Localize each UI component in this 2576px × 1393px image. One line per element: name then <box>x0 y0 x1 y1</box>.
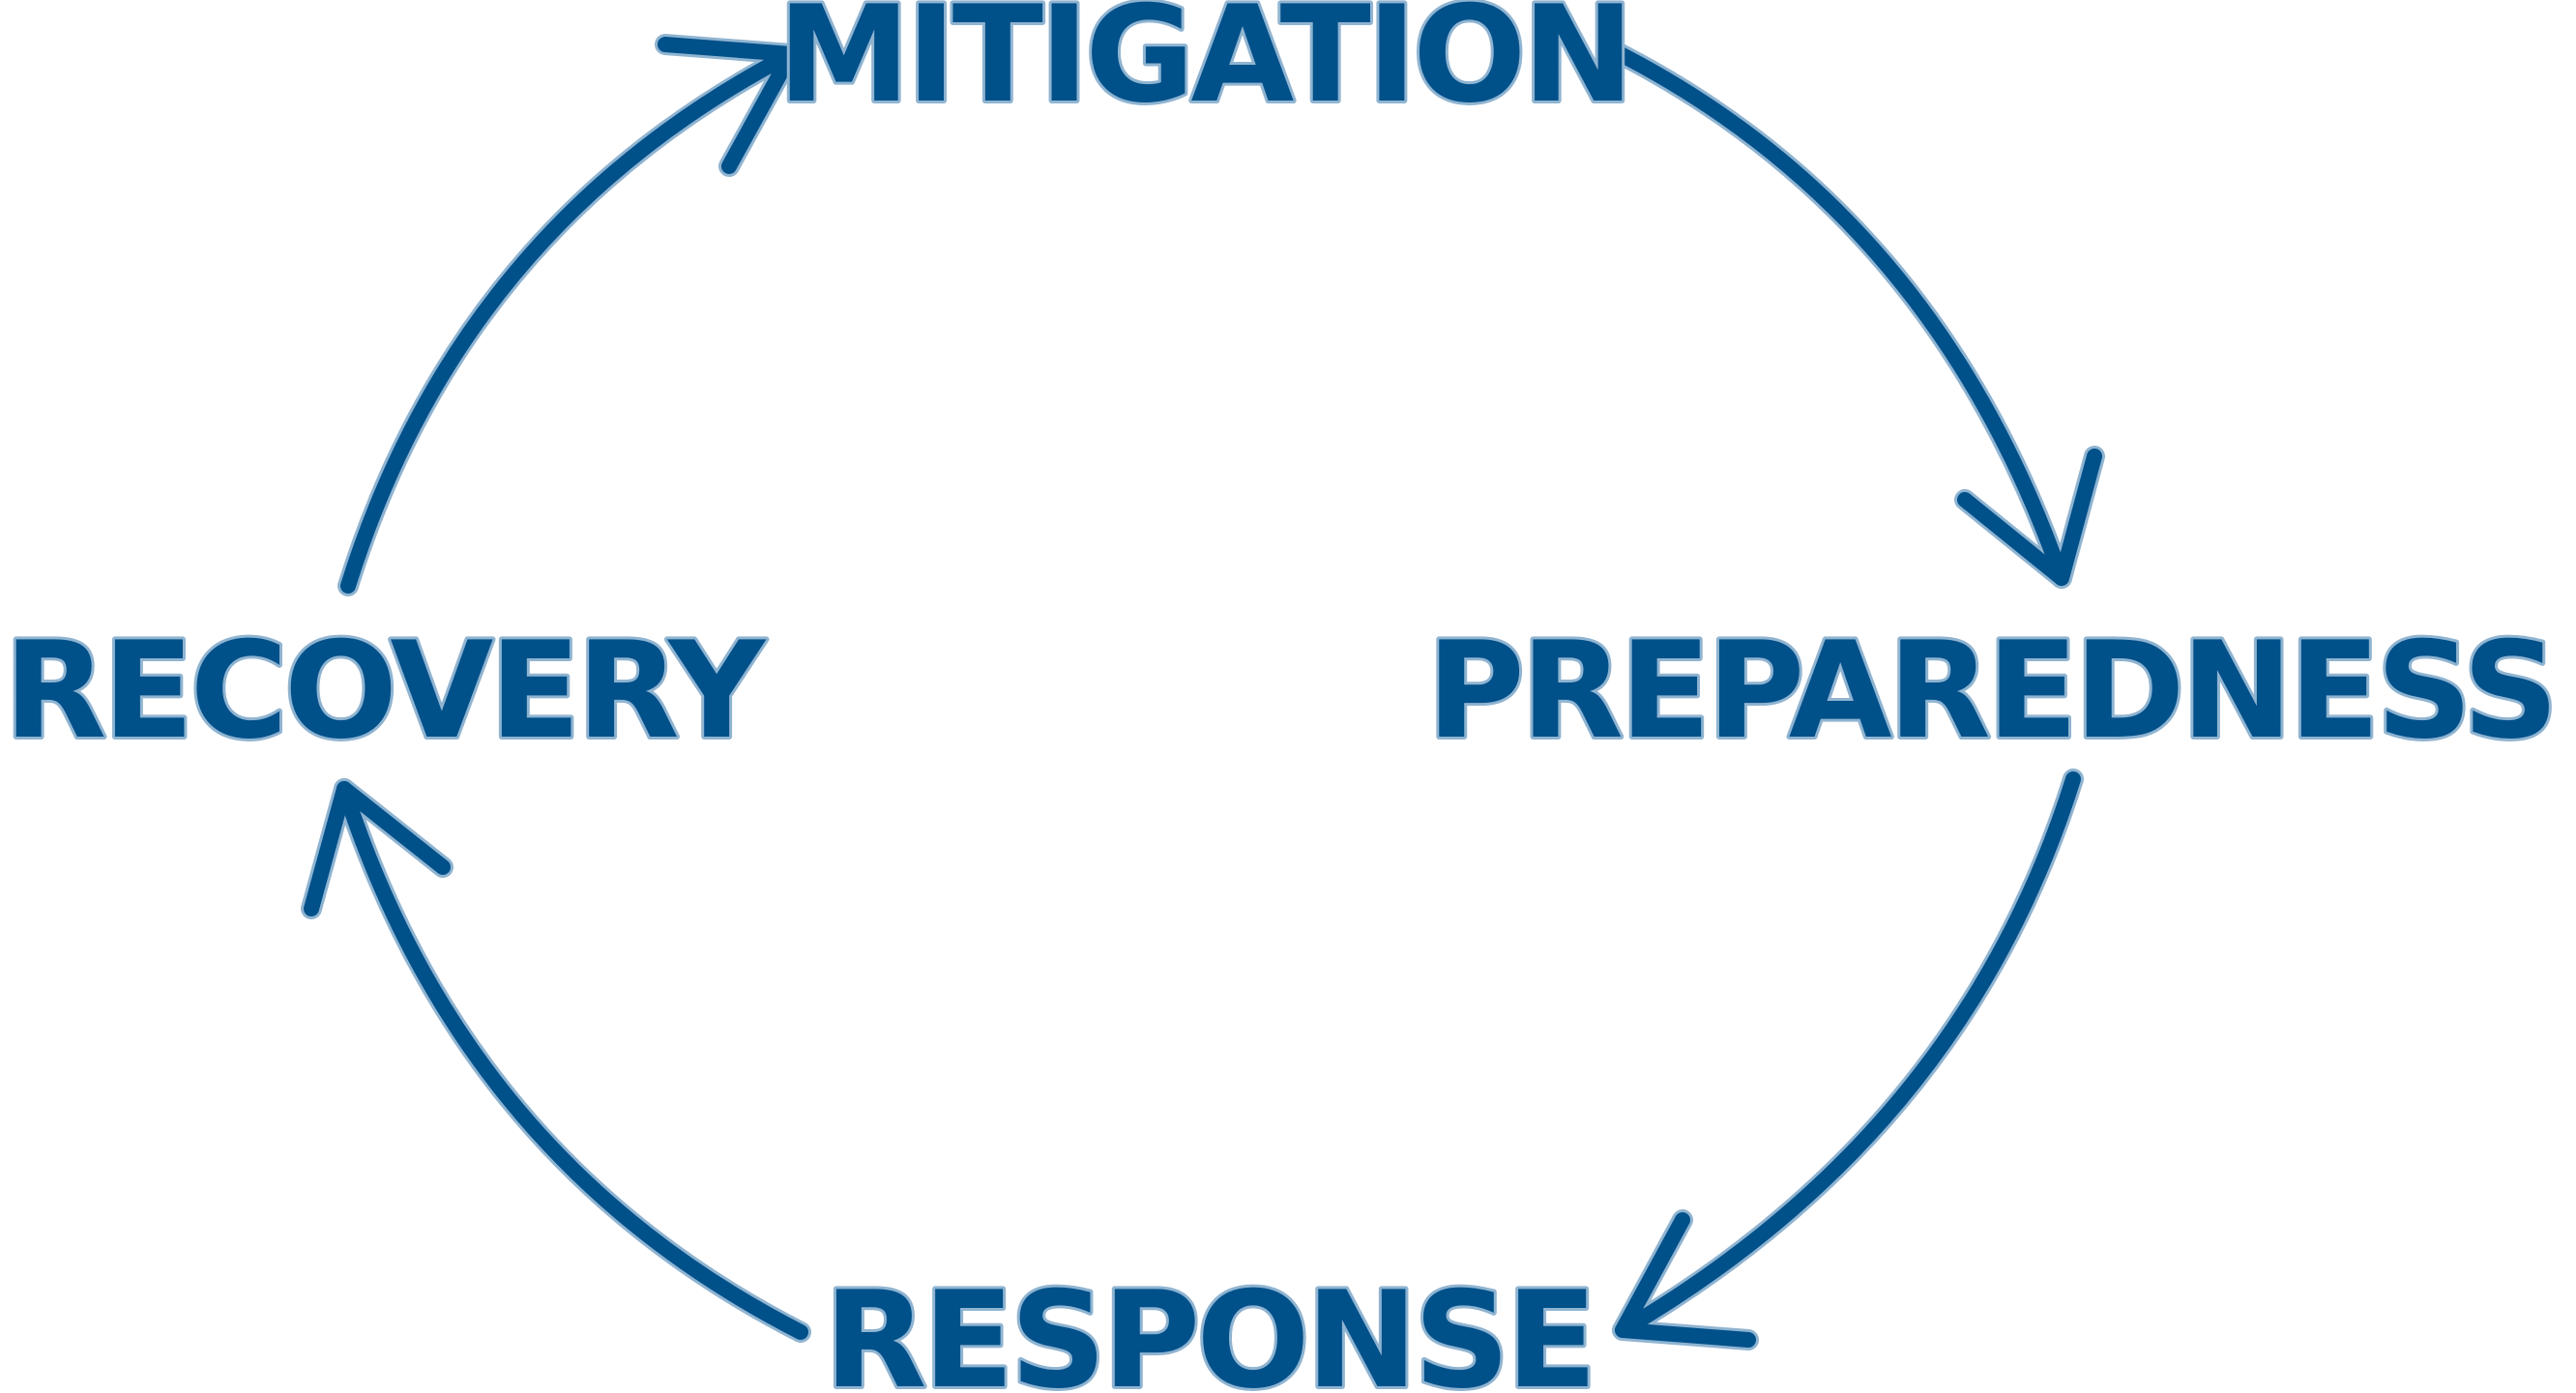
arrow-recovery-to-mitigation <box>337 34 802 596</box>
node-recovery: RECOVERY <box>4 613 767 769</box>
node-response: RESPONSE <box>824 1262 1594 1393</box>
arrow-response-to-recovery <box>301 778 811 1343</box>
arrow-mitigation-to-preparedness <box>1602 40 2105 589</box>
node-preparedness: PREPAREDNESS <box>1427 613 2555 769</box>
arrow-preparedness-to-response <box>1612 769 2084 1350</box>
node-mitigation: MITIGATION <box>777 0 1630 132</box>
